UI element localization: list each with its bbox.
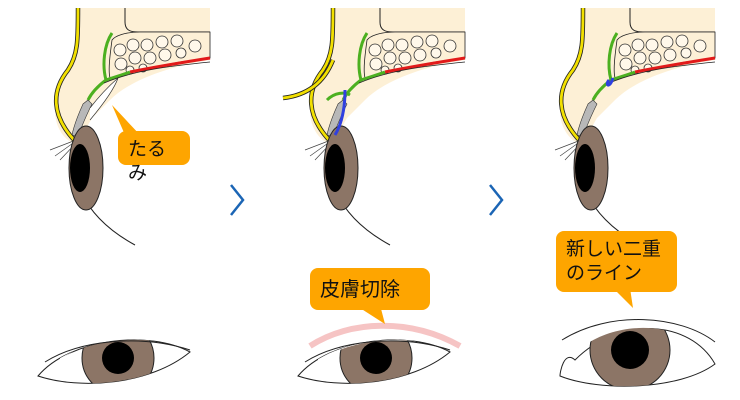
chevron-right-icon [489,184,504,216]
panel-after-front-eye [559,319,716,387]
callout-sagging: たるみ [118,131,190,184]
callout-new-crease-line: 新しい二重 のライン [556,231,677,292]
callout-skin-excision: 皮膚切除 [310,268,430,310]
panel-excision-front-eye [297,322,462,384]
panel-before-front-eye [37,339,191,384]
panel-excision-side-view [282,8,465,245]
chevron-right-icon [230,184,245,216]
panel-before-side-view [50,8,210,245]
callout-line-2: のライン [566,262,643,284]
panel-after-side-view [555,8,715,245]
callout-line-1: 新しい二重 [566,238,662,260]
